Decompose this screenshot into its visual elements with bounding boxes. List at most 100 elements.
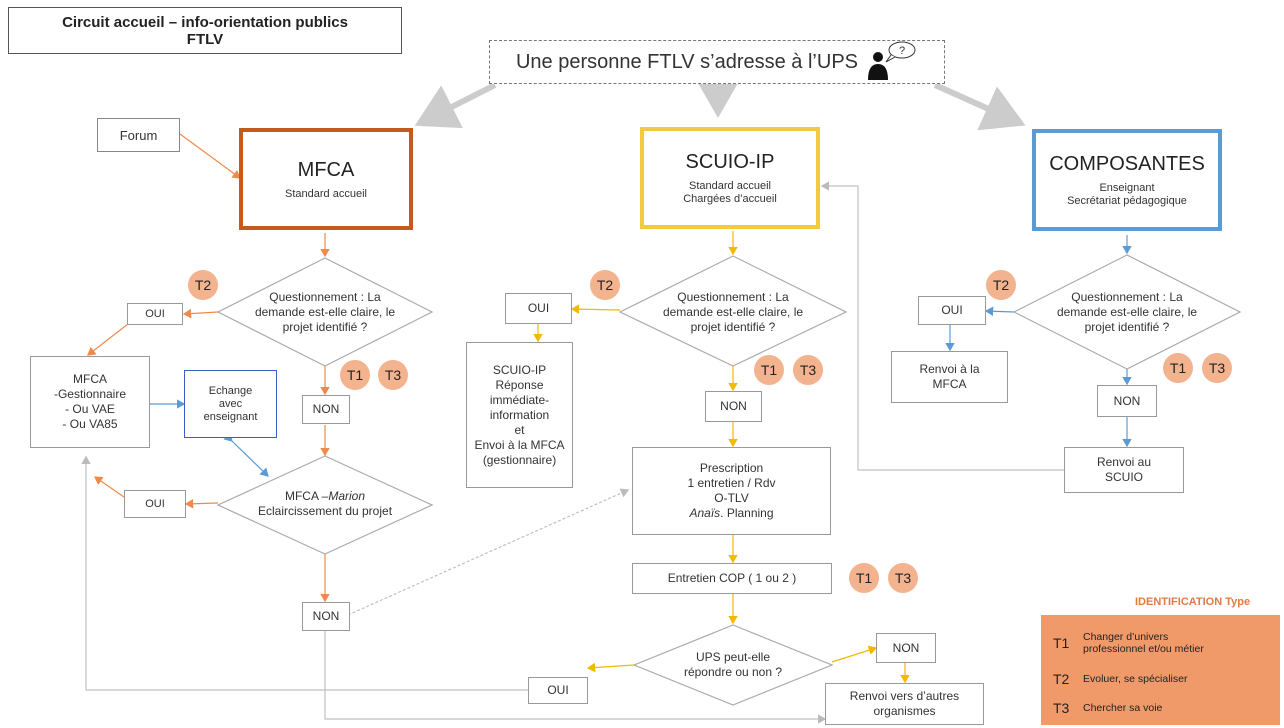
legend-panel: T1 Changer d’univers professionnel et/ou… [1041, 615, 1280, 725]
mfca-options-node: MFCA -Gestionnaire - Ou VAE - Ou VA85 [30, 356, 150, 448]
echange-connectors [142, 399, 269, 477]
grey-connectors [81, 181, 1064, 724]
composantes-title: COMPOSANTES [1049, 153, 1205, 175]
ups-oui-node: OUI [528, 677, 588, 704]
scuio-connectors [533, 231, 910, 684]
legend-item-t2: T2 Evoluer, se spécialiser [1053, 671, 1187, 687]
mfca-non-node: NON [302, 395, 350, 424]
mfca-connectors [87, 133, 330, 603]
scuio-line2: Chargées d’accueil [683, 193, 777, 205]
reponse-line7: (gestionnaire) [482, 452, 557, 467]
question-line3: projet identifié ? [690, 319, 776, 334]
badge-t2: T2 [590, 270, 620, 300]
start-node-label: Une personne FTLV s’adresse à l’UPS [515, 50, 858, 73]
renvoi-mfca-node: Renvoi à la MFCA [891, 351, 1008, 403]
mfca-oui2-node: OUI [124, 490, 186, 518]
ups-question-node: UPS peut-elle répondre ou non ? [660, 648, 806, 682]
mfca-marion-node: MFCA –Marion Eclaircissement du projet [245, 487, 405, 521]
reponse-line6: Envoi à la MFCA [474, 437, 565, 452]
badge-t1: T1 [849, 563, 879, 593]
badge-t1: T1 [340, 360, 370, 390]
prescription-anais: Anaïs [689, 506, 721, 520]
renvoi-mfca-line1: Renvoi à la [919, 362, 980, 376]
ups-line2: répondre ou non ? [683, 665, 783, 679]
question-line1: Questionnement : La [677, 289, 789, 304]
legend-title: IDENTIFICATION Type [1135, 596, 1251, 608]
organismes-line1: Renvoi vers d’autres [849, 689, 960, 703]
non-label: NON [312, 402, 340, 416]
scuio-title: SCUIO-IP [685, 151, 775, 173]
scuio-node: SCUIO-IP Standard accueil Chargées d’acc… [640, 127, 820, 229]
renvoi-organismes-node: Renvoi vers d’autres organismes [825, 683, 984, 725]
composantes-connectors [945, 235, 1132, 448]
prescription-line1: Prescription [699, 461, 764, 475]
composantes-oui-node: OUI [918, 296, 986, 325]
reponse-line2: Réponse [495, 377, 544, 392]
mfca-options-line3: - Ou VAE [65, 402, 115, 416]
organismes-line2: organismes [873, 704, 936, 718]
renvoi-scuio-line1: Renvoi au [1096, 455, 1152, 469]
reponse-line4: information [489, 407, 550, 422]
badge-t3: T3 [378, 360, 408, 390]
echange-line1: Echange [208, 384, 253, 397]
forum-label: Forum [119, 127, 158, 143]
renvoi-mfca-line2: MFCA [932, 377, 967, 391]
mfca-oui-node: OUI [127, 303, 183, 325]
marion-name: Marion [328, 489, 366, 503]
diagram-title-line2: FTLV [186, 30, 224, 48]
scuio-line1: Standard accueil [689, 180, 771, 192]
legend-code: T1 [1053, 635, 1070, 651]
question-line2: demande est-elle claire, le [254, 304, 396, 319]
svg-text:?: ? [899, 45, 905, 57]
entretien-label: Entretien COP ( 1 ou 2 ) [667, 571, 797, 585]
composantes-non-node: NON [1097, 385, 1157, 417]
prescription-line4: . Planning [720, 506, 774, 520]
legend-code: T3 [1053, 700, 1070, 716]
person-question-icon: ? [868, 41, 916, 80]
ups-line1: UPS peut-elle [695, 650, 771, 664]
diagram-title-line1: Circuit accueil – info-orientation publi… [62, 13, 348, 31]
badge-t2: T2 [986, 270, 1016, 300]
marion-line2: Eclaircissement du projet [257, 504, 393, 518]
question-line2: demande est-elle claire, le [1056, 304, 1198, 319]
non-label: NON [892, 640, 920, 655]
legend-text-line1: Changer d’univers [1083, 631, 1169, 643]
composantes-node: COMPOSANTES Enseignant Secrétariat pédag… [1032, 129, 1222, 231]
badge-t3: T3 [888, 563, 918, 593]
mfca-question: Questionnement : La demande est-elle cla… [240, 287, 410, 337]
legend-text: Chercher sa voie [1083, 702, 1163, 714]
scuio-non-node: NON [705, 391, 762, 422]
non-label: NON [1113, 393, 1141, 408]
prescription-line3: O-TLV [714, 491, 749, 505]
mfca-subtitle: Standard accueil [285, 187, 367, 200]
legend-text: Changer d’univers professionnel et/ou mé… [1083, 631, 1204, 655]
oui-label: OUI [547, 683, 569, 697]
composantes-question: Questionnement : La demande est-elle cla… [1042, 287, 1212, 337]
legend-code: T2 [1053, 671, 1070, 687]
marion-prefix: MFCA – [284, 489, 329, 503]
prescription-node: Prescription 1 entretien / Rdv O-TLV Ana… [632, 447, 831, 535]
composantes-line1: Enseignant [1099, 182, 1155, 194]
renvoi-scuio-line2: SCUIO [1104, 470, 1143, 484]
badge-t3: T3 [1202, 353, 1232, 383]
legend-text-line2: professionnel et/ou métier [1083, 643, 1204, 655]
mfca-non2-node: NON [302, 602, 350, 631]
start-node: Une personne FTLV s’adresse à l’UPS ? [489, 40, 945, 84]
mfca-node: MFCA Standard accueil [239, 128, 413, 230]
renvoi-scuio-node: Renvoi au SCUIO [1064, 447, 1184, 493]
oui-label: OUI [527, 301, 550, 315]
mfca-options-line4: - Ou VA85 [62, 417, 118, 431]
ups-non-node: NON [876, 633, 936, 663]
question-line3: projet identifié ? [1084, 319, 1170, 334]
oui-label: OUI [941, 303, 963, 317]
echange-line2: avec [218, 397, 243, 410]
question-line3: projet identifié ? [282, 319, 368, 334]
scuio-oui-node: OUI [505, 293, 572, 324]
badge-t2: T2 [188, 270, 218, 300]
badge-t1: T1 [754, 355, 784, 385]
reponse-line5: et [514, 422, 525, 437]
echange-node: Echange avec enseignant [184, 370, 277, 438]
legend-item-t3: T3 Chercher sa voie [1053, 700, 1162, 716]
question-line1: Questionnement : La [1071, 289, 1183, 304]
